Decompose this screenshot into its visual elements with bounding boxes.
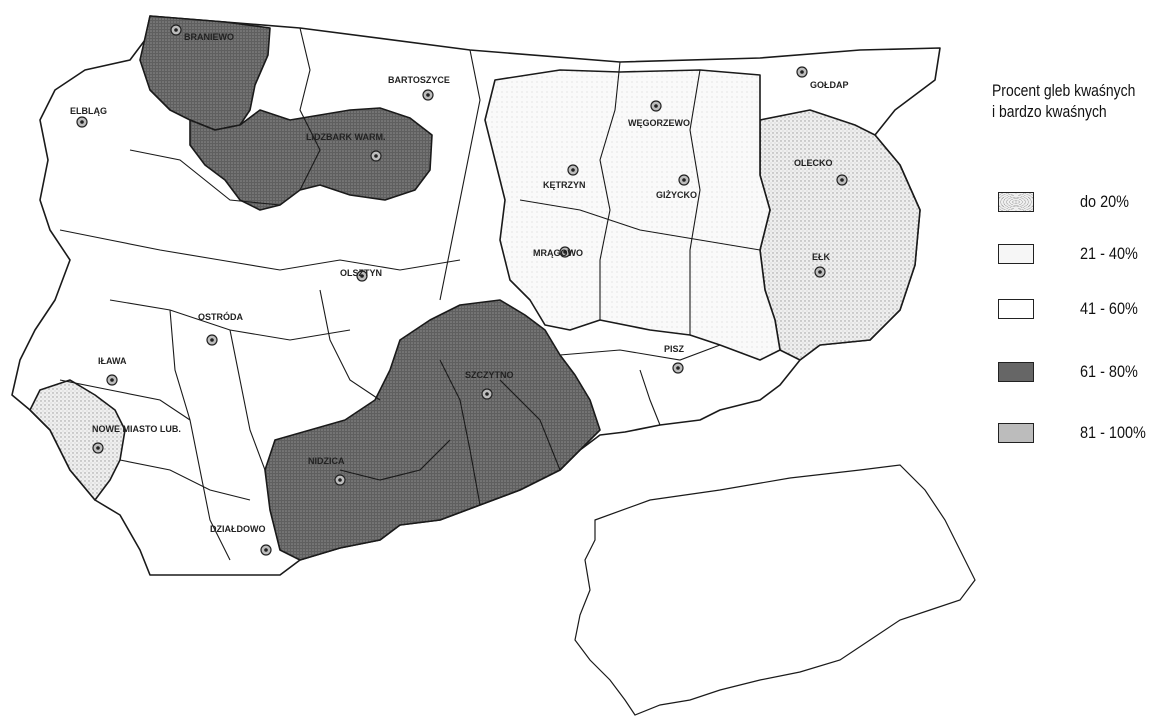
city-marker-center <box>360 274 364 278</box>
city-label: LIDZBARK WARM. <box>306 132 386 142</box>
legend-title: Procent gleb kwaśnych i bardzo kwaśnych <box>992 80 1138 122</box>
city-label: IŁAWA <box>98 356 127 366</box>
legend-label: 81 - 100% <box>1080 423 1146 442</box>
city-marker-center <box>264 548 268 552</box>
city-marker-center <box>676 366 680 370</box>
city-label: PISZ <box>664 344 685 354</box>
city-marker-center <box>818 270 822 274</box>
city-label: NIDZICA <box>308 456 345 466</box>
legend-label: do 20% <box>1080 192 1130 211</box>
legend-label: 41 - 60% <box>1080 299 1138 318</box>
legend: Procent gleb kwaśnych i bardzo kwaśnych … <box>992 80 1170 443</box>
city-label: ELBLĄG <box>70 106 107 116</box>
city-marker-center <box>374 154 378 158</box>
city-marker-center <box>485 392 489 396</box>
city-marker-center <box>426 93 430 97</box>
city-label: NOWE MIASTO LUB. <box>92 424 181 434</box>
legend-swatch <box>998 192 1034 212</box>
city-marker-center <box>96 446 100 450</box>
city-label: OLECKO <box>794 158 833 168</box>
city-marker-center <box>654 104 658 108</box>
city-marker-center <box>338 478 342 482</box>
legend-swatch <box>998 362 1034 382</box>
legend-swatch <box>998 244 1034 264</box>
city-marker-center <box>563 250 567 254</box>
city-marker-center <box>800 70 804 74</box>
city-label: MRĄGOWO <box>533 248 583 258</box>
legend-title-line2: i bardzo kwaśnych <box>992 102 1107 121</box>
region-lidzbark <box>189 107 433 211</box>
city-marker-center <box>840 178 844 182</box>
city-label: BARTOSZYCE <box>388 75 450 85</box>
city-label: WĘGORZEWO <box>628 118 690 128</box>
city-marker-center <box>110 378 114 382</box>
legend-title-line1: Procent gleb kwaśnych <box>992 81 1136 100</box>
city-marker-center <box>210 338 214 342</box>
region-nowe-miasto <box>29 379 126 501</box>
region-ketrzyn-mragowo <box>484 69 781 361</box>
city-label: EŁK <box>812 252 831 262</box>
city-label: DZIAŁDOWO <box>210 524 266 534</box>
southern-outline <box>574 464 976 716</box>
city-label: OLSZTYN <box>340 268 382 278</box>
city-label: KĘTRZYN <box>543 180 586 190</box>
city-marker-center <box>682 178 686 182</box>
city-label: GOŁDAP <box>810 80 849 90</box>
city-markers: BRANIEWO BARTOSZYCE ELBLĄG LIDZBARK WARM. GO… <box>70 24 849 556</box>
city-label: SZCZYTNO <box>465 370 514 380</box>
legend-label: 21 - 40% <box>1080 244 1138 263</box>
legend-swatch <box>998 299 1034 319</box>
city-label: OSTRÓDA <box>198 311 244 322</box>
city-marker-center <box>571 168 575 172</box>
city-label: BRANIEWO <box>184 32 234 42</box>
city-marker-center <box>80 120 84 124</box>
district-borders <box>59 27 761 561</box>
region-olecko-elk <box>759 109 921 361</box>
legend-label: 61 - 80% <box>1080 362 1138 381</box>
city-marker-center <box>174 28 178 32</box>
region-szczytno-nidzica <box>264 299 601 561</box>
legend-swatch <box>998 423 1034 443</box>
city-label: GIŻYCKO <box>656 190 697 200</box>
